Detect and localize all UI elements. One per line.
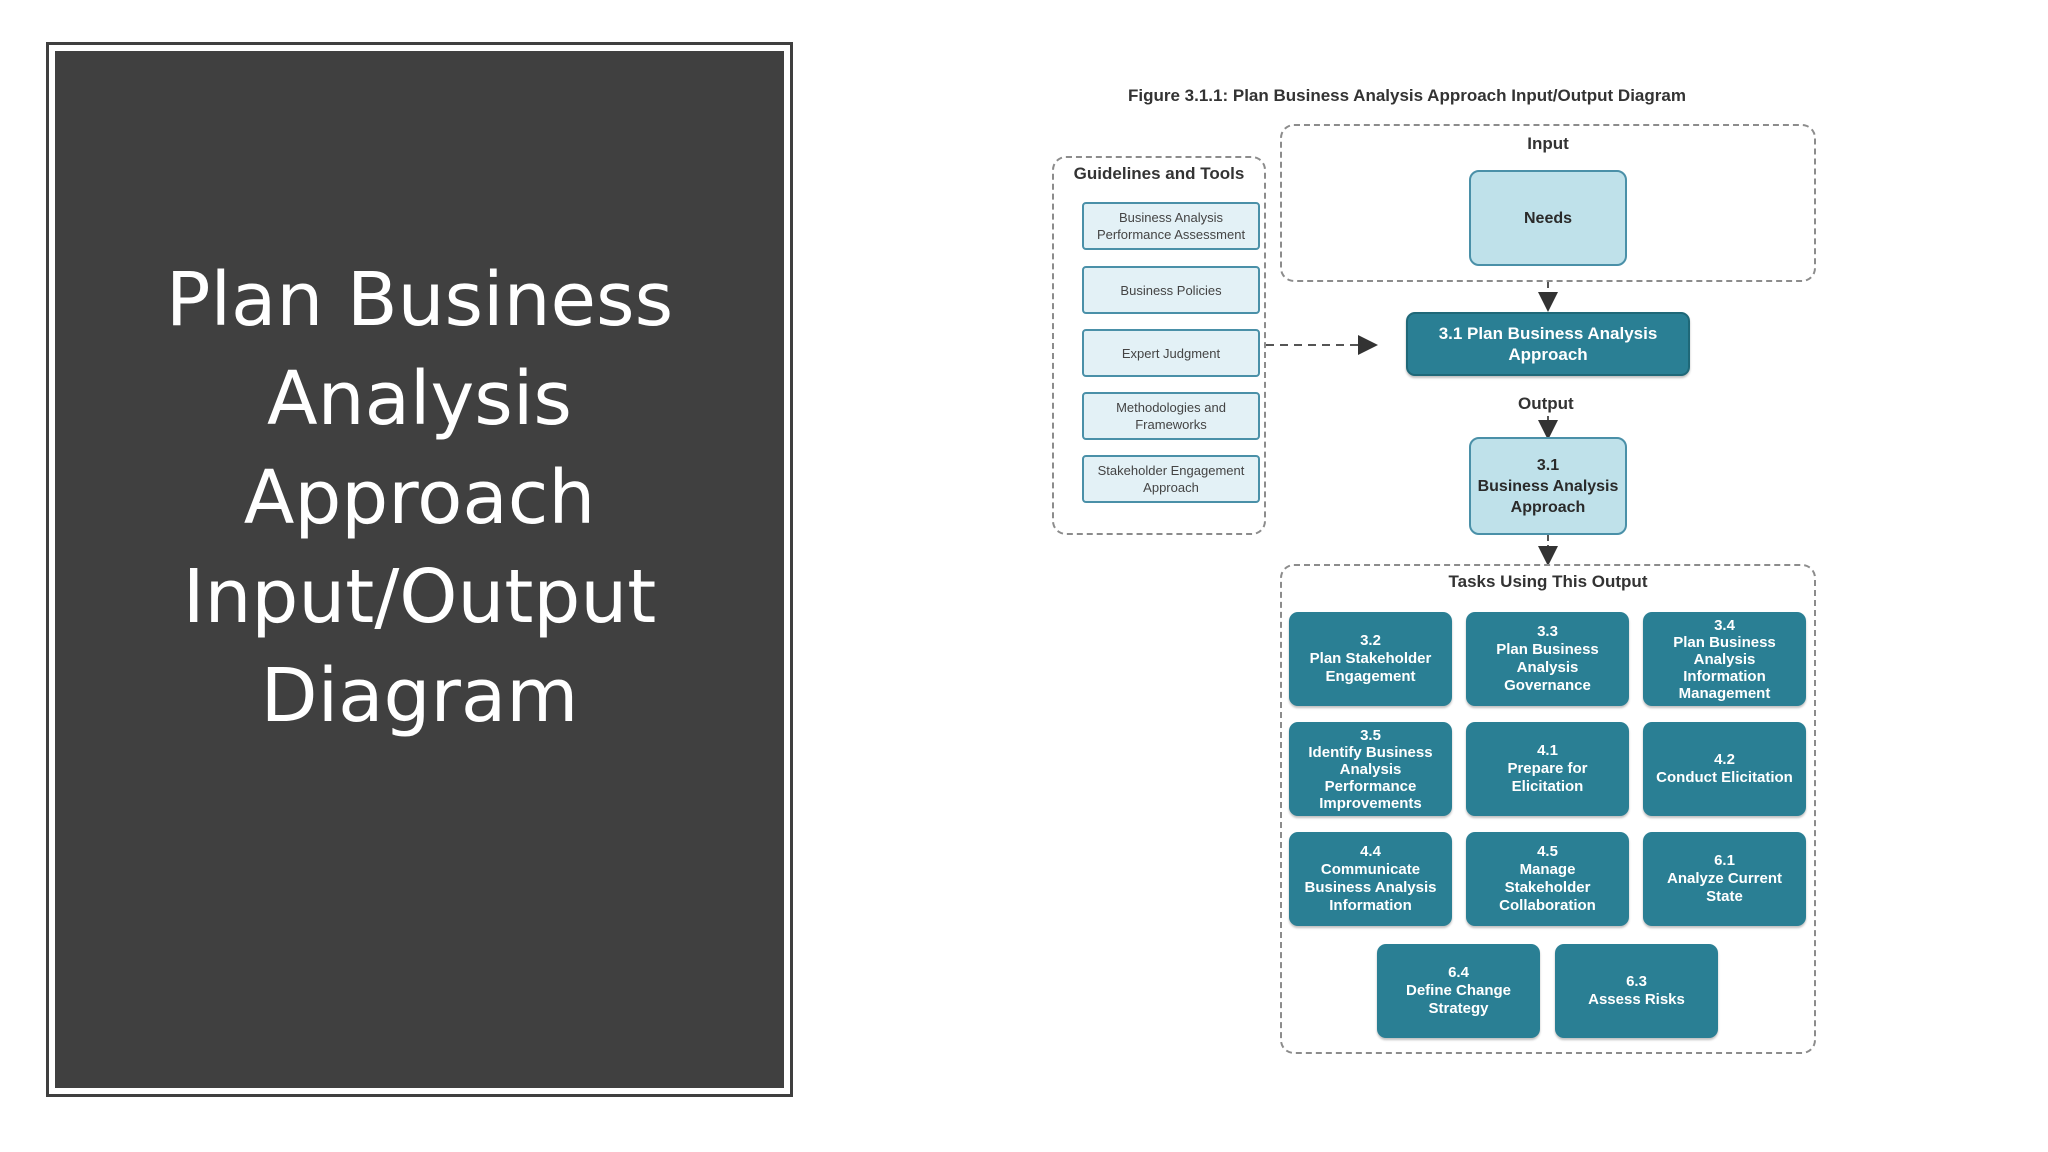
task-card: 6.3 Assess Risks: [1555, 944, 1718, 1038]
task-card-line: Analysis: [1516, 659, 1579, 676]
guideline-item-line: Expert Judgment: [1121, 345, 1221, 361]
task-card-line: Engagement: [1325, 668, 1416, 685]
task-card-line: Management: [1678, 684, 1771, 702]
output-line: Business Analysis: [1477, 477, 1619, 495]
title-panel-fill: Plan Business Analysis Approach Input/Ou…: [55, 51, 784, 1088]
task-card-line: Analysis: [1339, 760, 1402, 778]
slide-title-line: Input/Output: [182, 554, 657, 640]
needs-label: Needs: [1523, 209, 1573, 227]
input-frame: Input: [1280, 124, 1816, 282]
task-card-line: Define Change: [1405, 982, 1511, 999]
task-card-line: Conduct Elicitation: [1656, 769, 1793, 786]
slide-title-line: Approach: [243, 455, 596, 541]
task-card-line: 3.4: [1714, 616, 1735, 634]
task-box: 3.1 Plan Business Analysis Approach: [1406, 312, 1690, 376]
task-card-line: 6.1: [1714, 852, 1735, 869]
task-card-line: State: [1706, 888, 1743, 905]
task-card: 3.5 Identify Business Analysis Performan…: [1289, 722, 1452, 816]
task-card-line: Plan Business: [1673, 633, 1776, 651]
task-card-line: Identify Business: [1308, 743, 1433, 761]
task-card-line: Manage: [1519, 861, 1576, 878]
task-card-line: Information: [1683, 667, 1766, 685]
tasks-using-title: Tasks Using This Output: [1448, 572, 1648, 591]
task-card-line: 4.5: [1537, 843, 1558, 860]
task-card: 4.2 Conduct Elicitation: [1643, 722, 1806, 816]
task-line: 3.1 Plan Business Analysis: [1438, 324, 1658, 343]
task-card: 4.1 Prepare for Elicitation: [1466, 722, 1629, 816]
guideline-item-line: Business Policies: [1120, 282, 1222, 298]
output-label: Output: [1518, 394, 1574, 413]
output-line: Approach: [1510, 498, 1586, 516]
task-card: 3.2 Plan Stakeholder Engagement: [1289, 612, 1452, 706]
task-card-line: 4.4: [1360, 843, 1381, 860]
guideline-item-line: Approach: [1143, 480, 1199, 495]
task-card-line: Analyze Current: [1666, 870, 1783, 887]
guideline-item-line: Frameworks: [1135, 417, 1207, 432]
slide-title-line: Diagram: [260, 653, 579, 739]
task-card: 6.4 Define Change Strategy: [1377, 944, 1540, 1038]
task-card-line: 6.3: [1626, 973, 1647, 990]
task-card-line: 4.1: [1537, 742, 1558, 759]
guideline-item-line: Performance Assessment: [1096, 227, 1246, 242]
task-card-line: Business Analysis: [1304, 879, 1437, 896]
task-card-line: Strategy: [1428, 1000, 1489, 1017]
guideline-item: Business Policies: [1082, 266, 1260, 314]
slide-title-line: Analysis: [267, 356, 572, 442]
task-card: 3.4 Plan Business Analysis Information M…: [1643, 612, 1806, 706]
guideline-item-line: Stakeholder Engagement: [1097, 463, 1245, 478]
guidelines-title: Guidelines and Tools: [1073, 164, 1245, 183]
output-line: 3.1: [1536, 456, 1560, 474]
task-card-line: Assess Risks: [1588, 991, 1685, 1008]
figure-caption: Figure 3.1.1: Plan Business Analysis App…: [1128, 86, 1686, 105]
task-card-line: Governance: [1504, 677, 1591, 694]
task-card-line: Improvements: [1319, 794, 1422, 812]
task-card-line: Collaboration: [1499, 897, 1596, 914]
task-card-line: Stakeholder: [1504, 879, 1591, 896]
output-box: 3.1 Business Analysis Approach: [1469, 437, 1627, 535]
connector-arrows: [1266, 282, 1558, 566]
task-card-line: Information: [1329, 897, 1412, 914]
task-card-line: Communicate: [1320, 861, 1421, 878]
guideline-item: Expert Judgment: [1082, 329, 1260, 377]
slide-title: Plan Business Analysis Approach Input/Ou…: [75, 251, 764, 746]
guideline-item-line: Business Analysis: [1118, 210, 1224, 225]
task-card-line: Plan Business: [1496, 641, 1599, 658]
task-card: 4.5 Manage Stakeholder Collaboration: [1466, 832, 1629, 926]
task-card-line: Plan Stakeholder: [1309, 650, 1432, 667]
title-panel: Plan Business Analysis Approach Input/Ou…: [46, 42, 793, 1097]
task-card-line: 3.2: [1360, 632, 1381, 649]
guideline-item-line: Methodologies and: [1116, 400, 1226, 415]
task-line: Approach: [1508, 345, 1588, 364]
task-card-line: 3.3: [1537, 623, 1558, 640]
io-diagram: Figure 3.1.1: Plan Business Analysis App…: [1040, 80, 1840, 1070]
task-card-line: Performance: [1324, 777, 1417, 795]
task-card-line: Analysis: [1693, 650, 1756, 668]
tasks-using-frame: Tasks Using This Output: [1280, 564, 1816, 1054]
slide-title-line: Plan Business: [165, 257, 674, 343]
task-card-line: Elicitation: [1511, 778, 1584, 795]
task-card: 3.3 Plan Business Analysis Governance: [1466, 612, 1629, 706]
task-card-line: 4.2: [1714, 751, 1735, 768]
task-card: 4.4 Communicate Business Analysis Inform…: [1289, 832, 1452, 926]
task-card: 6.1 Analyze Current State: [1643, 832, 1806, 926]
task-card-line: 6.4: [1448, 964, 1469, 981]
task-card-line: 3.5: [1360, 726, 1381, 744]
task-card-line: Prepare for: [1507, 760, 1588, 777]
needs-box: Needs: [1469, 170, 1627, 266]
input-title: Input: [1527, 134, 1569, 153]
